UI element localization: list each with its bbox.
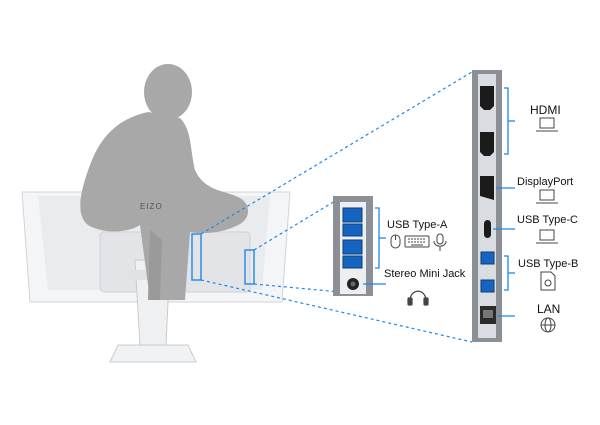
port-label-usb-type-b: USB Type-B xyxy=(518,258,579,270)
connector-lines xyxy=(200,71,473,343)
usb-a-port-1 xyxy=(342,207,363,223)
mouse-icon xyxy=(390,234,401,249)
port-label-stereo-mini-jack: Stereo Mini Jack xyxy=(384,268,466,280)
laptop-icon xyxy=(536,117,558,132)
hdmi-port-2 xyxy=(480,132,494,156)
globe-icon xyxy=(540,317,556,333)
person-silhouette xyxy=(80,64,249,300)
port-label-usb-type-c: USB Type-C xyxy=(517,214,578,226)
port-label-displayport: DisplayPort xyxy=(517,176,574,188)
laptop-icon xyxy=(536,189,558,204)
usb-b-port-2 xyxy=(480,279,495,293)
usb-a-port-4 xyxy=(342,255,363,269)
rear-port-panel xyxy=(472,70,502,342)
hdmi-port-1 xyxy=(480,86,494,110)
port-label-usb-type-a: USB Type-A xyxy=(387,219,448,231)
usb-a-port-3 xyxy=(342,239,363,255)
port-label-lan: LAN xyxy=(537,302,561,316)
port-label-hdmi: HDMI xyxy=(530,103,561,117)
laptop-icon xyxy=(536,229,558,244)
port-brackets xyxy=(493,87,515,317)
microphone-icon xyxy=(433,233,447,251)
displayport-port xyxy=(480,176,494,200)
usb-a-port-2 xyxy=(342,223,363,237)
usb-c-port xyxy=(484,220,491,238)
side-port-panel xyxy=(333,196,386,296)
settings-document-icon xyxy=(540,271,556,291)
keyboard-icon xyxy=(404,235,430,248)
brand-logo: EIZO xyxy=(140,202,163,211)
usb-b-port-1 xyxy=(480,251,495,265)
headphones-icon xyxy=(407,290,429,306)
